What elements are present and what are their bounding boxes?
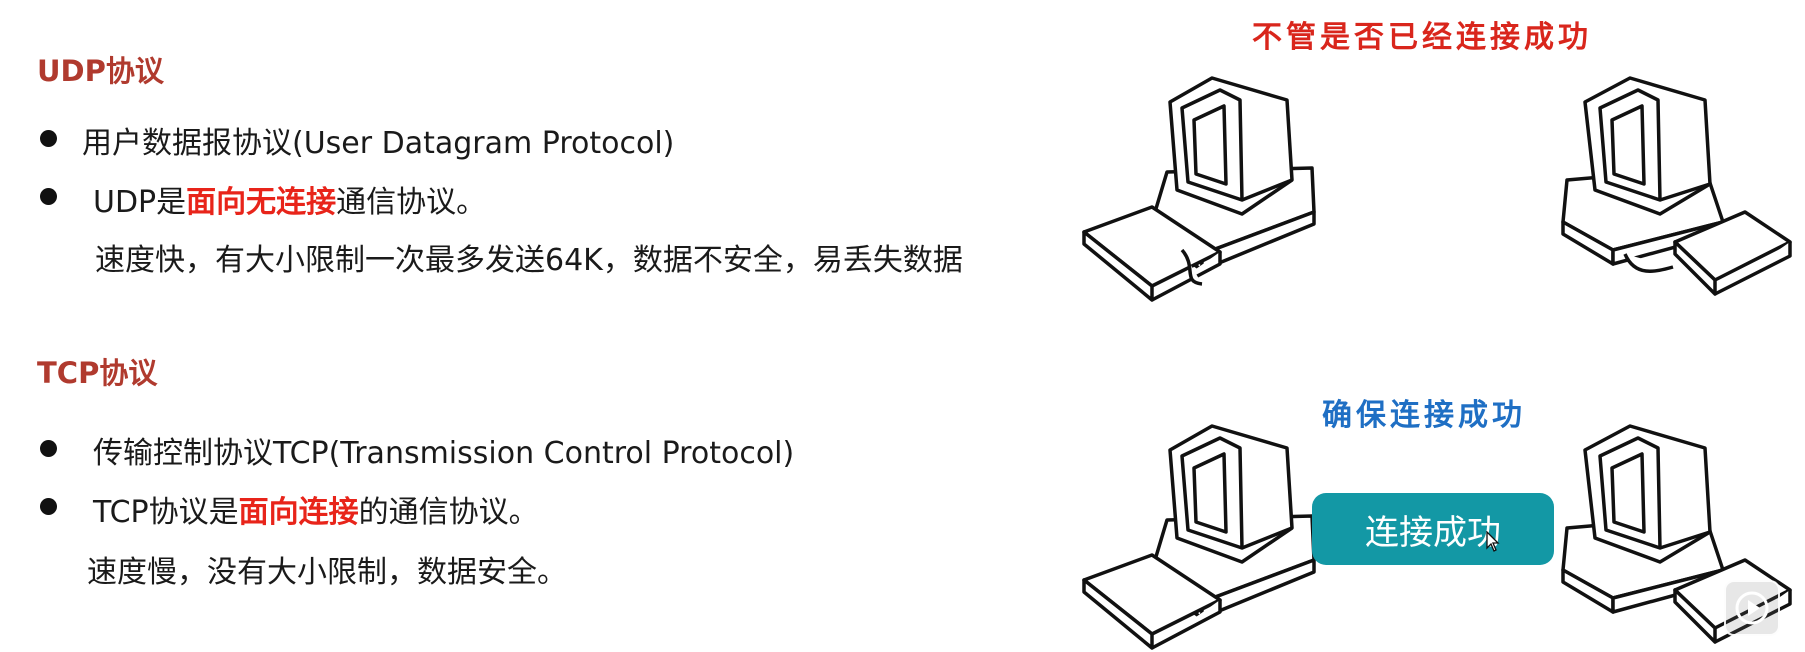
udp-line-3: 速度快，有大小限制一次最多发送64K，数据不安全，易丢失数据 (95, 243, 963, 278)
udp-heading: UDP协议 (37, 54, 164, 88)
udp-line-1: 用户数据报协议(User Datagram Protocol) (82, 126, 675, 161)
udp-line-2-pre: UDP是 (93, 185, 187, 220)
computer-icon (1561, 424, 1792, 644)
computer-icon (1082, 76, 1316, 302)
computer-icon (1082, 424, 1316, 650)
play-button[interactable] (1724, 580, 1780, 636)
udp-highlight: 面向无连接 (186, 185, 337, 220)
udp-diagram-caption: 不管是否已经连接成功 (1252, 20, 1592, 55)
udp-line-2: UDP是面向无连接通信协议。 (93, 177, 486, 221)
tcp-highlight: 面向连接 (238, 495, 359, 530)
tcp-line-2: TCP协议是面向连接的通信协议。 (93, 487, 539, 531)
tcp-line-2-pre: TCP协议是 (93, 495, 239, 530)
tcp-line-3: 速度慢，没有大小限制，数据安全。 (87, 555, 567, 590)
play-icon (1735, 591, 1769, 625)
connect-success-button[interactable]: 连接成功 (1312, 493, 1554, 565)
bullet-icon (40, 440, 57, 457)
tcp-line-2-post: 的通信协议。 (358, 495, 539, 530)
tcp-diagram-caption: 确保连接成功 (1322, 398, 1526, 433)
bullet-icon (40, 498, 57, 515)
computer-icon (1561, 76, 1792, 296)
bullet-icon (40, 130, 57, 147)
tcp-line-1: 传输控制协议TCP(Transmission Control Protocol) (93, 436, 795, 471)
bullet-icon (40, 188, 57, 205)
udp-line-2-post: 通信协议。 (336, 185, 487, 220)
tcp-heading: TCP协议 (37, 356, 158, 390)
mouse-cursor-icon (1486, 531, 1500, 552)
